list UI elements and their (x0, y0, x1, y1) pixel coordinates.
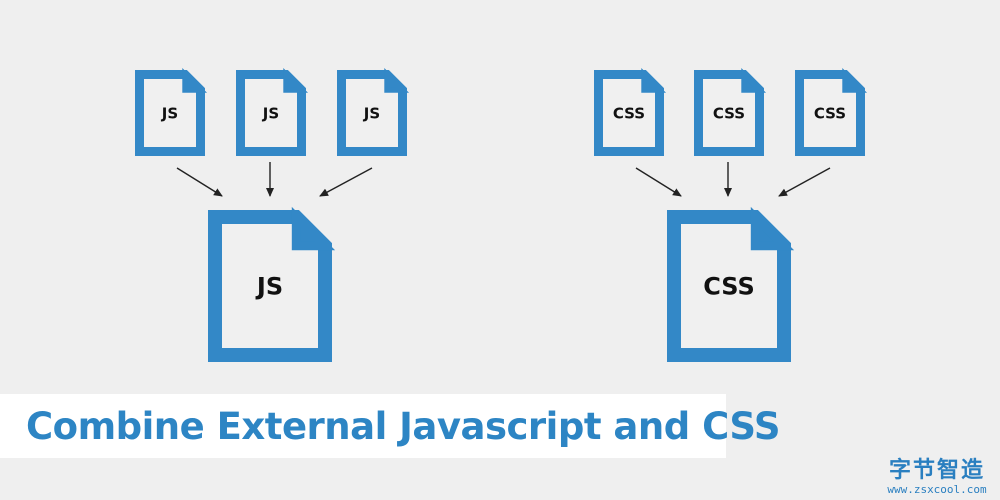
js-arrow-1 (176, 167, 223, 197)
js-source-file-3-fold-corner (384, 67, 410, 93)
js-source-file-2: JS (236, 67, 309, 156)
js-source-file-2-fold-corner (283, 67, 309, 93)
css-source-file-3-label: CSS (814, 104, 846, 122)
js-combined-file-label: JS (255, 273, 283, 301)
js-source-file-1-outline (135, 70, 205, 156)
js-source-file-2-label: JS (262, 104, 279, 122)
js-source-file-3-label: JS (363, 104, 380, 122)
js-source-file-3-outline (337, 70, 407, 156)
css-source-file-1-label: CSS (613, 104, 645, 122)
watermark-chinese: 字节智造 (888, 458, 985, 483)
js-combined-file-fold-corner (291, 206, 336, 251)
css-source-file-1-outline (594, 70, 664, 156)
css-source-file-2-outline (694, 70, 764, 156)
css-source-file-2-fold-corner (741, 67, 767, 93)
js-source-file-1: JS (135, 67, 208, 156)
js-combined-file: JS (208, 206, 336, 362)
page-title: Combine External Javascript and CSS (26, 404, 781, 448)
css-source-file-3: CSS (795, 67, 868, 156)
css-combined-file: CSS (667, 206, 795, 362)
css-combined-file-outline (667, 210, 791, 362)
css-combined-file-label: CSS (703, 273, 755, 301)
css-source-file-2-label: CSS (713, 104, 745, 122)
watermark-url: www.zsxcool.com (887, 483, 987, 496)
js-source-file-1-label: JS (161, 104, 178, 122)
diagram-layer: JS JS JS JS CSS CSS CSS CSS (135, 67, 868, 362)
watermark-logo: 字节智造 www.zsxcool.com (882, 458, 992, 497)
css-source-file-1: CSS (594, 67, 667, 156)
js-source-file-1-fold-corner (182, 67, 208, 93)
css-source-file-3-fold-corner (842, 67, 868, 93)
css-combined-file-fold-corner (750, 206, 795, 251)
css-arrow-1 (635, 167, 682, 197)
title-banner: Combine External Javascript and CSS (0, 394, 781, 458)
css-arrow-3 (778, 167, 831, 197)
css-source-file-3-outline (795, 70, 865, 156)
js-source-file-2-outline (236, 70, 306, 156)
js-combined-file-outline (208, 210, 332, 362)
js-arrow-3 (319, 167, 373, 197)
css-source-file-2: CSS (694, 67, 767, 156)
css-source-file-1-fold-corner (641, 67, 667, 93)
js-source-file-3: JS (337, 67, 410, 156)
